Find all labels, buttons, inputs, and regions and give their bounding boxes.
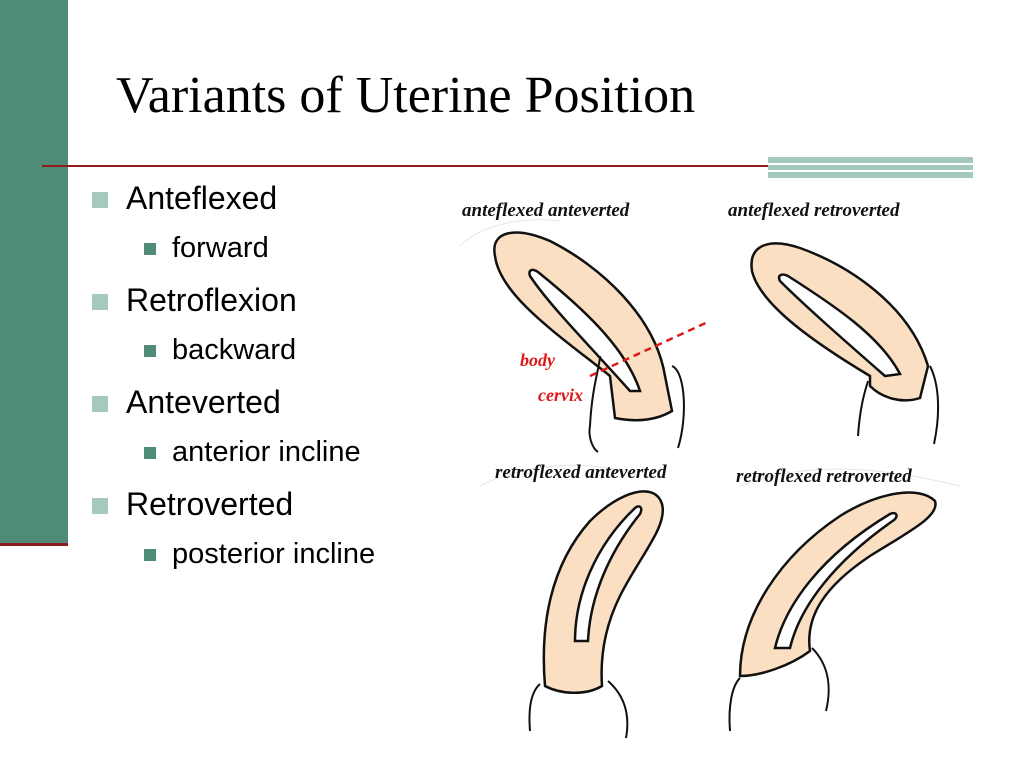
panel-label: anteflexed anteverted [462,200,630,221]
bullet-item: Retroverted [90,484,375,534]
panel-retroflexed-retroverted: retroflexed retroverted [728,466,937,732]
panel-label: anteflexed retroverted [728,200,900,221]
title-accent-bar [768,157,973,178]
uterine-cavity [573,505,643,643]
bullet-item: Anteverted [90,382,375,432]
sub-bullet-text: forward [172,232,269,264]
title-divider [42,165,972,167]
uterine-position-figure: anteflexed anteverted body cervix antefl… [440,186,980,746]
bullet-item: Anteflexed [90,178,375,228]
sub-bullet-item: anterior incline [90,432,375,484]
sub-bullet-text: posterior incline [172,538,376,570]
sub-bullet-square-icon [144,447,156,459]
uterine-cavity [773,511,898,650]
sub-bullet-square-icon [144,345,156,357]
sub-bullet-text: backward [172,334,297,366]
slide-title: Variants of Uterine Position [116,67,696,124]
left-bar-underline [0,543,68,546]
uterus-shape [738,491,937,678]
uterine-cavity [777,273,902,378]
sub-bullet-text: anterior incline [172,436,361,468]
panel-anteflexed-anteverted: anteflexed anteverted body cervix [462,200,711,453]
bullet-square-icon [92,498,108,514]
annotation-body: body [520,350,556,370]
bullet-square-icon [92,294,108,310]
uterus-shape [542,490,665,694]
left-decorative-bar [0,0,68,545]
bullet-text: Retroflexion [126,282,297,318]
panel-label: retroflexed anteverted [495,462,667,483]
bullet-text: Retroverted [126,486,294,522]
sub-bullet-item: forward [90,228,375,280]
sub-bullet-item: backward [90,330,375,382]
sub-bullet-square-icon [144,243,156,255]
uterine-diagram-svg: anteflexed anteverted body cervix antefl… [459,200,961,739]
panel-label: retroflexed retroverted [736,466,912,487]
annotation-cervix: cervix [538,385,583,405]
panel-retroflexed-anteverted: retroflexed anteverted [495,462,667,739]
bullet-item: Retroflexion [90,280,375,330]
bullet-square-icon [92,396,108,412]
bullet-text: Anteflexed [126,180,278,216]
sub-bullet-item: posterior incline [90,534,375,586]
bullet-list: Anteflexed forward Retroflexion backward… [90,178,375,586]
bullet-square-icon [92,192,108,208]
body-cervix-divider-line [589,319,711,378]
uterine-cavity [528,268,642,393]
bullet-text: Anteverted [126,384,281,420]
panel-anteflexed-retroverted: anteflexed retroverted [728,200,940,445]
sub-bullet-square-icon [144,549,156,561]
